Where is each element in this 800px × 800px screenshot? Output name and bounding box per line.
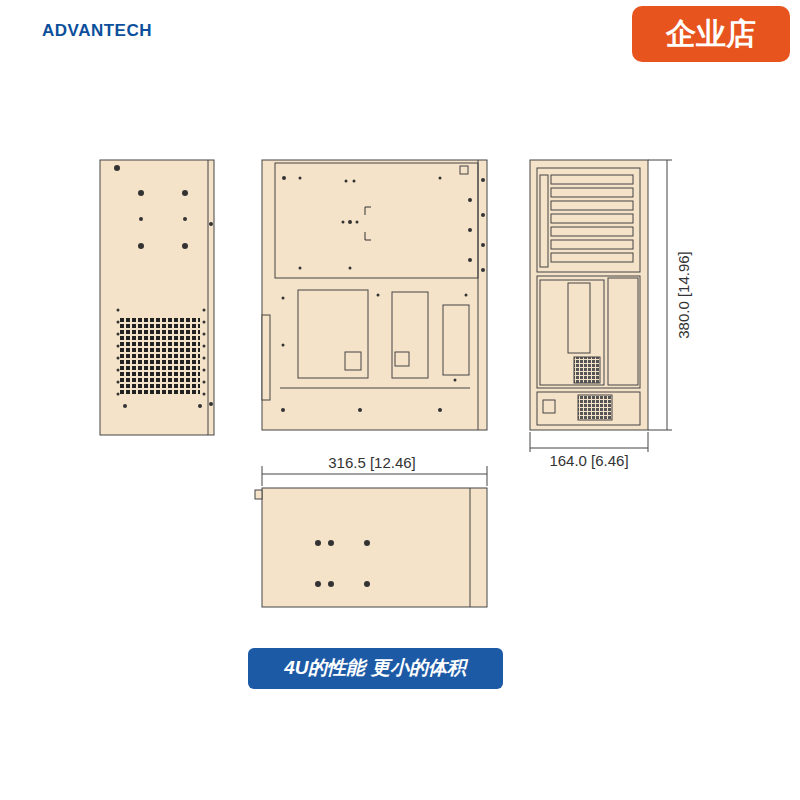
dimension-lines: [262, 160, 672, 486]
store-badge: 企业店: [632, 6, 790, 62]
top-view: [262, 160, 487, 430]
slogan-box: 4U的性能 更小的体积: [248, 648, 503, 689]
box-text: 4U的性能 更小的体积: [284, 655, 466, 681]
fan-grille: [120, 316, 200, 396]
brand-logo: ADVANTECH: [42, 22, 152, 41]
side-view: [100, 160, 214, 435]
box-text: 企业店: [666, 14, 756, 55]
dimension-label: 164.0 [6.46]: [549, 453, 628, 470]
dimension-label: 380.0 [14.96]: [676, 251, 693, 339]
dimension-label: 316.5 [12.46]: [328, 455, 416, 472]
front-view: [530, 160, 648, 430]
bottom-view: [262, 488, 487, 607]
